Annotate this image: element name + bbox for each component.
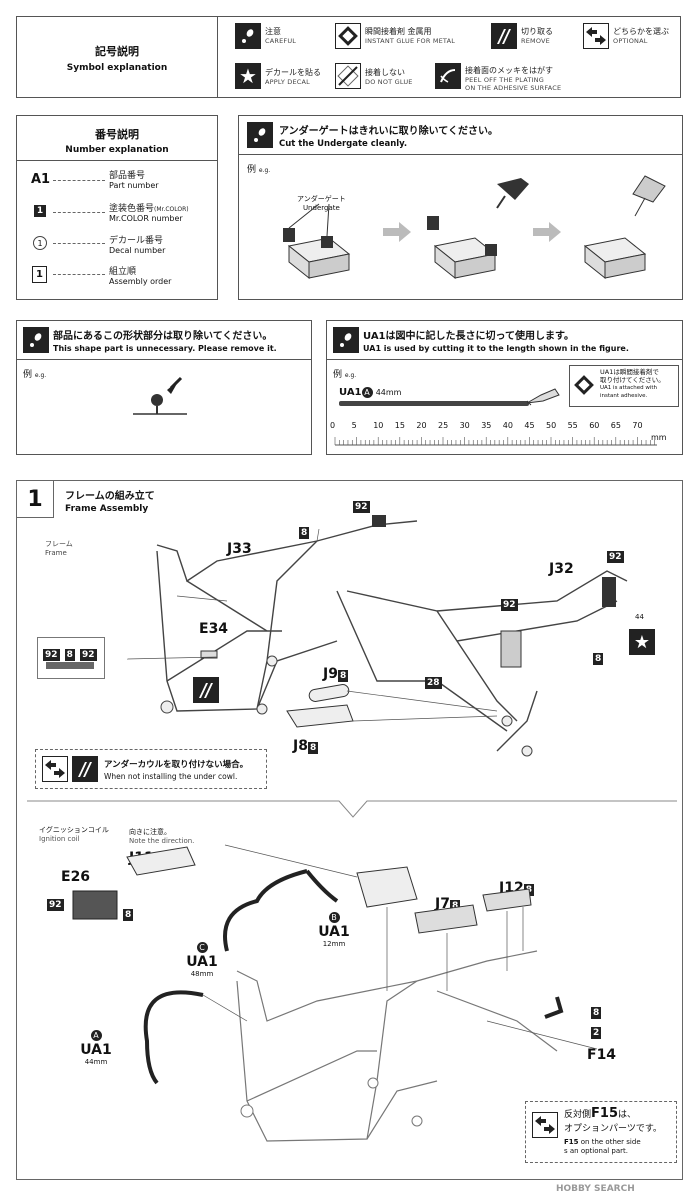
- undergate-diagram: [283, 175, 666, 280]
- symbol-title-en: Symbol explanation: [66, 63, 168, 73]
- frame-diagram-lower: [72, 844, 598, 1142]
- ruler-label: 40: [502, 421, 513, 430]
- ruler-label: 25: [438, 421, 449, 430]
- step1-box: 1 フレームの組み立て Frame Assembly フレーム Frame: [16, 480, 683, 1180]
- arrows-option-icon: [583, 23, 609, 49]
- arrows-option-icon: [42, 756, 68, 782]
- undergate-title-jp: アンダーゲートはきれいに取り除いてください。: [279, 126, 498, 137]
- exclamation-icon: [23, 327, 49, 353]
- exclamation-icon: [247, 122, 273, 148]
- number-title-en: Number explanation: [65, 145, 169, 155]
- star-icon: ★: [235, 63, 261, 89]
- ua1-rod: [339, 401, 529, 406]
- cutter-icon: [526, 388, 560, 406]
- ruler-label: 60: [589, 421, 600, 430]
- glue-note: UA1は瞬間接着剤で 取り付けてください。 UA1 is attached wi…: [569, 365, 679, 407]
- color-number-key: 1: [34, 205, 46, 217]
- under-cowl-option: アンダーカウルを取り付けない場合。 When not installing th…: [35, 749, 267, 789]
- ruler-label: 65: [610, 421, 621, 430]
- glue-drop-icon: [574, 375, 594, 395]
- ruler-label: 45: [524, 421, 535, 430]
- cutlen-part: UA1: [339, 387, 362, 398]
- step1-title-en: Frame Assembly: [65, 504, 149, 514]
- color-tag-2: 2: [591, 1027, 602, 1039]
- exclamation-icon: [333, 327, 359, 353]
- cut-icon: [72, 756, 98, 782]
- step-number: 1: [17, 481, 54, 518]
- shape-diagram: [133, 376, 187, 415]
- cut-icon: [491, 23, 517, 49]
- label-j32: J32: [549, 561, 574, 577]
- ruler-label: 35: [481, 421, 492, 430]
- number-title-jp: 番号説明: [95, 128, 139, 141]
- ruler-label: 15: [394, 421, 405, 430]
- ruler-label: 10: [373, 421, 384, 430]
- part-number-key: A1: [31, 172, 51, 187]
- star-icon: ★: [629, 629, 655, 655]
- cut-length-box: UA1は図中に記した長さに切って使用します。 UA1 is used by cu…: [326, 320, 683, 455]
- undergate-box: アンダーゲートはきれいに取り除いてください。 Cut the Undergate…: [238, 115, 683, 300]
- shape-title-jp: 部品にあるこの形状部分は取り除いてください。: [53, 331, 273, 342]
- label-ua1-c: UA1: [186, 954, 218, 970]
- shape-title-en: This shape part is unnecessary. Please r…: [53, 344, 277, 353]
- symbol-title-jp: 記号説明: [95, 45, 139, 58]
- e34-color-panel: 92 8 92: [37, 637, 105, 679]
- color-tag-8: 8: [299, 527, 310, 539]
- cut-icon: [193, 677, 219, 703]
- decal-number-44: 44: [635, 613, 644, 621]
- cutlen-title-en: UA1 is used by cutting it to the length …: [363, 344, 629, 353]
- no-glue-icon: [335, 63, 361, 89]
- label-ua1-a: UA1: [80, 1042, 112, 1058]
- ruler-label: 55: [567, 421, 578, 430]
- frame-diagram: [126, 515, 628, 757]
- section-divider: [27, 800, 677, 818]
- arrows-option-icon: [532, 1112, 558, 1138]
- decal-number-key: 1: [33, 236, 47, 250]
- ruler-label: 20: [416, 421, 427, 430]
- color-tag-92: 92: [501, 599, 518, 611]
- exclamation-icon: [235, 23, 261, 49]
- shape-remove-box: 部品にあるこの形状部分は取り除いてください。 This shape part i…: [16, 320, 312, 455]
- label-e26: E26: [61, 869, 91, 885]
- color-tag-92: 92: [353, 501, 370, 513]
- peel-plating-icon: [435, 63, 461, 89]
- ruler-label: 70: [632, 421, 643, 430]
- glue-drop-icon: [335, 23, 361, 49]
- ruler-label: 0: [330, 421, 336, 430]
- label-f14: F14: [587, 1047, 617, 1063]
- ruler-label: 50: [546, 421, 557, 430]
- label-ua1-b: UA1: [318, 924, 350, 940]
- color-tag-28: 28: [425, 677, 442, 689]
- watermark: HOBBY SEARCH: [556, 1184, 635, 1194]
- undergate-title-en: Cut the Undergate cleanly.: [279, 139, 408, 149]
- step1-title-jp: フレームの組み立て: [65, 491, 155, 502]
- color-tag-92: 92: [607, 551, 624, 563]
- ruler-label: 5: [351, 421, 357, 430]
- label-e34: E34: [199, 621, 229, 637]
- label-j8: J8: [293, 738, 308, 754]
- label-j33: J33: [227, 541, 252, 557]
- label-j7: J7: [435, 896, 450, 912]
- assembly-order-key: 1: [32, 266, 47, 283]
- cutlen-title-jp: UA1は図中に記した長さに切って使用します。: [363, 331, 575, 342]
- ruler-label: 30: [459, 421, 470, 430]
- f15-note: 反対側F15は、 オプションパーツです。 F15 on the other si…: [525, 1101, 677, 1163]
- color-tag-8: 8: [593, 653, 604, 665]
- label-j9: J9: [323, 666, 338, 682]
